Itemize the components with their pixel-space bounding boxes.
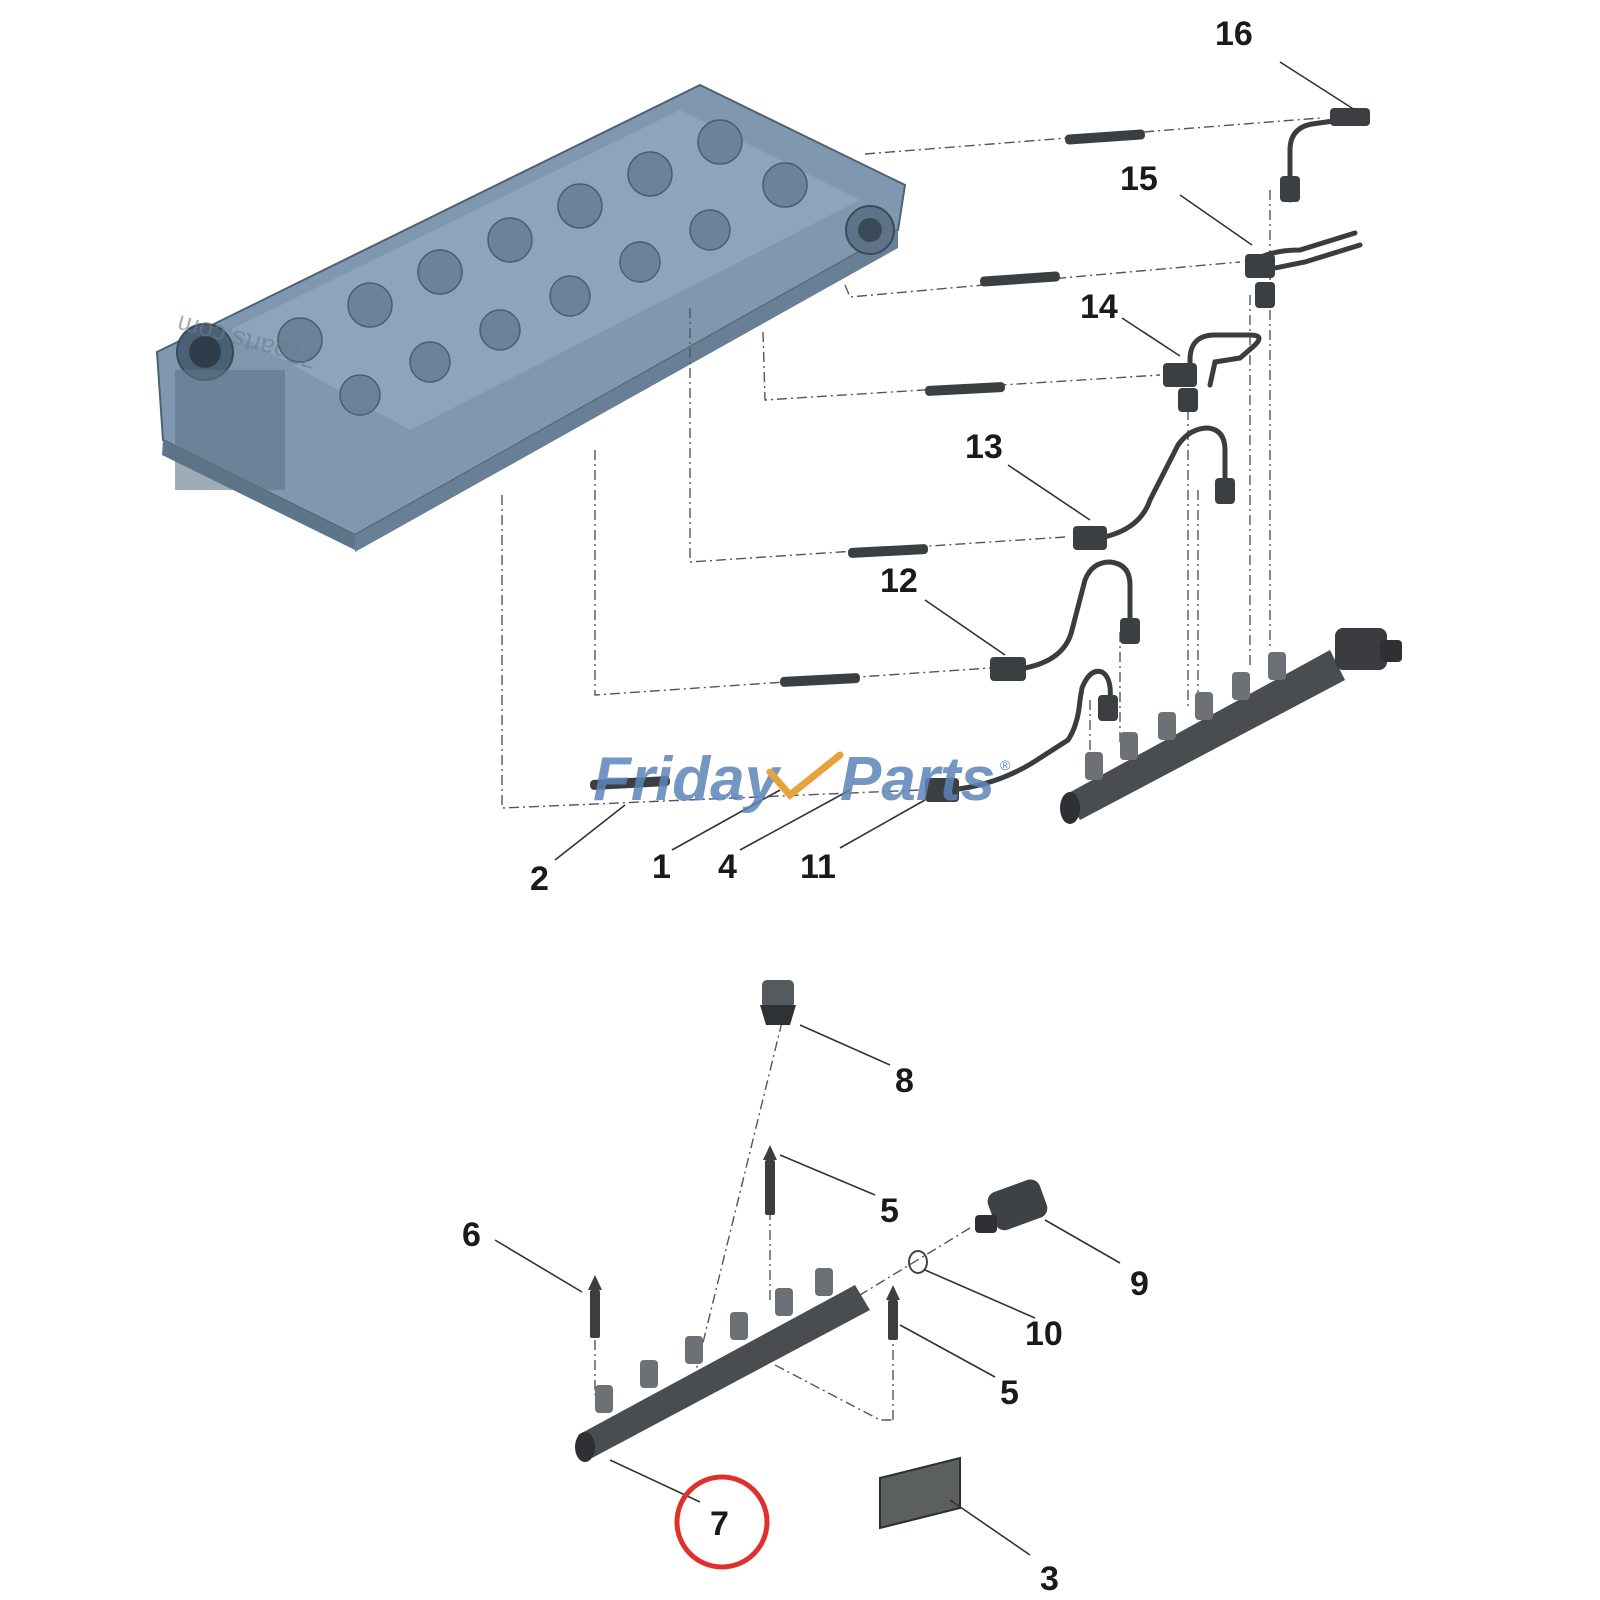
callout-15: 15 (1120, 160, 1158, 198)
callout-10: 10 (1025, 1315, 1063, 1353)
fuel-rail-7 (575, 1268, 870, 1462)
callout-13: 13 (965, 428, 1003, 466)
bolt-6 (588, 1275, 602, 1338)
callout-1: 1 (652, 848, 671, 886)
callout-9: 9 (1130, 1265, 1149, 1303)
watermark-registered: ® (1000, 757, 1011, 773)
callout-5-upper: 5 (880, 1192, 899, 1230)
callout-4: 4 (718, 848, 737, 886)
fuel-pipe-16 (1280, 108, 1370, 203)
callout-14: 14 (1080, 288, 1118, 326)
callout-7: 7 (710, 1505, 729, 1543)
bolt-5-lower (886, 1285, 900, 1340)
watermark-check-icon (766, 751, 844, 800)
connector-tubes (589, 129, 1145, 790)
callout-16: 16 (1215, 15, 1253, 53)
fuel-pipe-15 (1245, 230, 1363, 308)
cylinder-head (155, 83, 907, 552)
fuel-pipe-12 (990, 559, 1140, 681)
fuel-rail-upper (1060, 628, 1402, 824)
assembly-guide-lines (501, 117, 1321, 1421)
fuel-pipe-11 (925, 668, 1118, 802)
callout-numbers: 16 15 14 13 12 2 1 4 11 8 5 6 9 10 5 7 3 (462, 15, 1253, 1598)
callout-11: 11 (800, 848, 836, 886)
fuel-pipe-13 (1073, 425, 1235, 550)
brand-watermark: Friday Parts ® (593, 745, 1011, 814)
watermark-parts: Parts (840, 745, 995, 814)
bolt-5-upper (763, 1145, 777, 1215)
pressure-relief-valve-9 (975, 1179, 1048, 1233)
leader-lines (494, 61, 1356, 1556)
o-ring-10 (908, 1250, 928, 1274)
watermark-friday: Friday (593, 745, 783, 814)
callout-6: 6 (462, 1216, 481, 1254)
label-plate-3 (879, 1456, 961, 1530)
fuel-pipe-14 (1163, 332, 1262, 412)
callout-3: 3 (1040, 1560, 1059, 1598)
callout-12: 12 (880, 562, 918, 600)
callout-8: 8 (895, 1062, 914, 1100)
callout-2: 2 (530, 860, 549, 898)
pressure-plug-8 (760, 980, 796, 1025)
highlight-circle (674, 1474, 770, 1570)
callout-5-lower: 5 (1000, 1374, 1019, 1412)
